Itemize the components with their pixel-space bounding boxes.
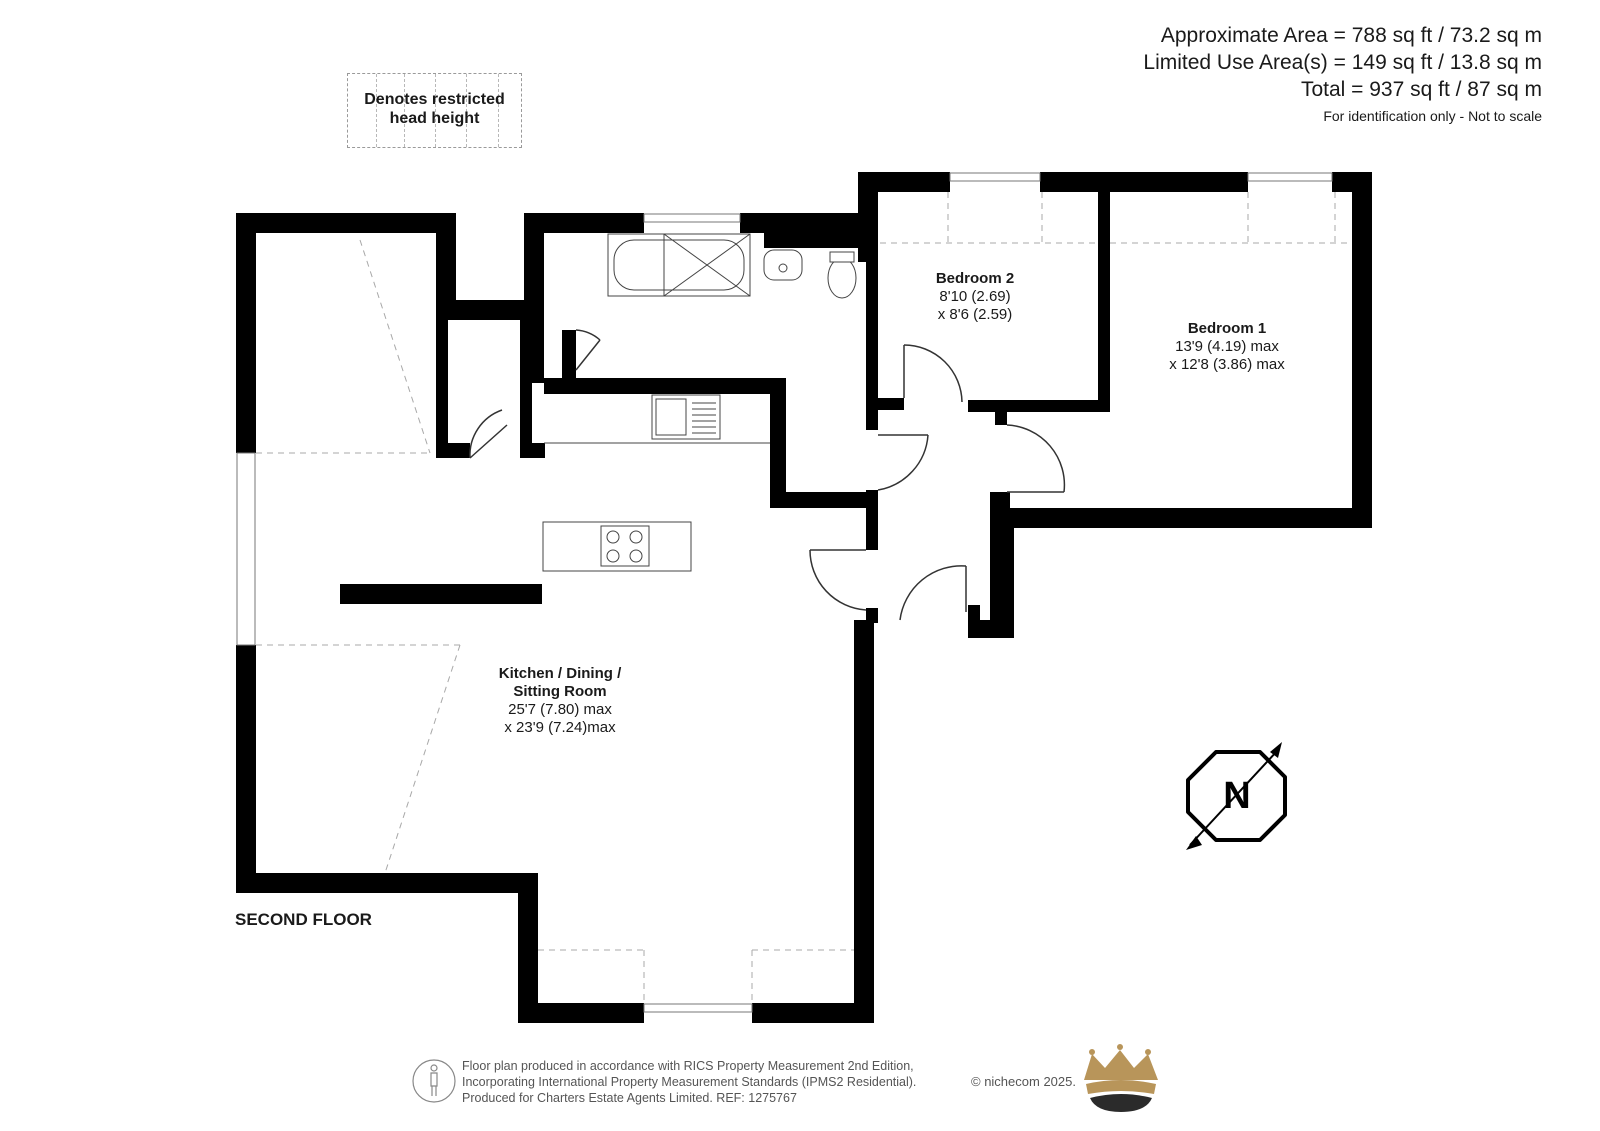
area-summary: Approximate Area = 788 sq ft / 73.2 sq m…: [1143, 22, 1542, 127]
bathroom-fixtures: [607, 233, 857, 299]
restricted-height-lines: [256, 192, 1352, 1003]
copyright: © nichecom 2025.: [971, 1074, 1076, 1089]
floor-label: SECOND FLOOR: [235, 910, 372, 929]
compass-icon: N: [1186, 742, 1287, 850]
nichecom-logo-icon: [1084, 1044, 1158, 1112]
restricted-height-legend: Denotes restricted head height: [347, 73, 522, 148]
identification-note: For identification only - Not to scale: [1323, 108, 1542, 124]
person-icon: [412, 1059, 456, 1103]
footer-text: Floor plan produced in accordance with R…: [462, 1059, 917, 1105]
kitchen-fixtures: [542, 394, 770, 572]
legend-text: Denotes restricted head height: [364, 91, 505, 127]
windows: [236, 172, 1333, 1013]
room-label-kitchen: Kitchen / Dining / Sitting Room 25'7 (7.…: [498, 665, 622, 736]
compass-letter: N: [1223, 775, 1250, 817]
walls: [236, 172, 1372, 1023]
approximate-area: Approximate Area = 788 sq ft / 73.2 sq m: [1160, 24, 1542, 47]
doors: [469, 329, 1066, 621]
total-area: Total = 937 sq ft / 87 sq m: [1300, 78, 1542, 101]
room-label-bedroom1: Bedroom 1 13'9 (4.19) max x 12'8 (3.86) …: [1169, 320, 1285, 373]
limited-use-area: Limited Use Area(s) = 149 sq ft / 13.8 s…: [1143, 51, 1542, 74]
room-label-bedroom2: Bedroom 2 8'10 (2.69) x 8'6 (2.59): [935, 270, 1015, 323]
